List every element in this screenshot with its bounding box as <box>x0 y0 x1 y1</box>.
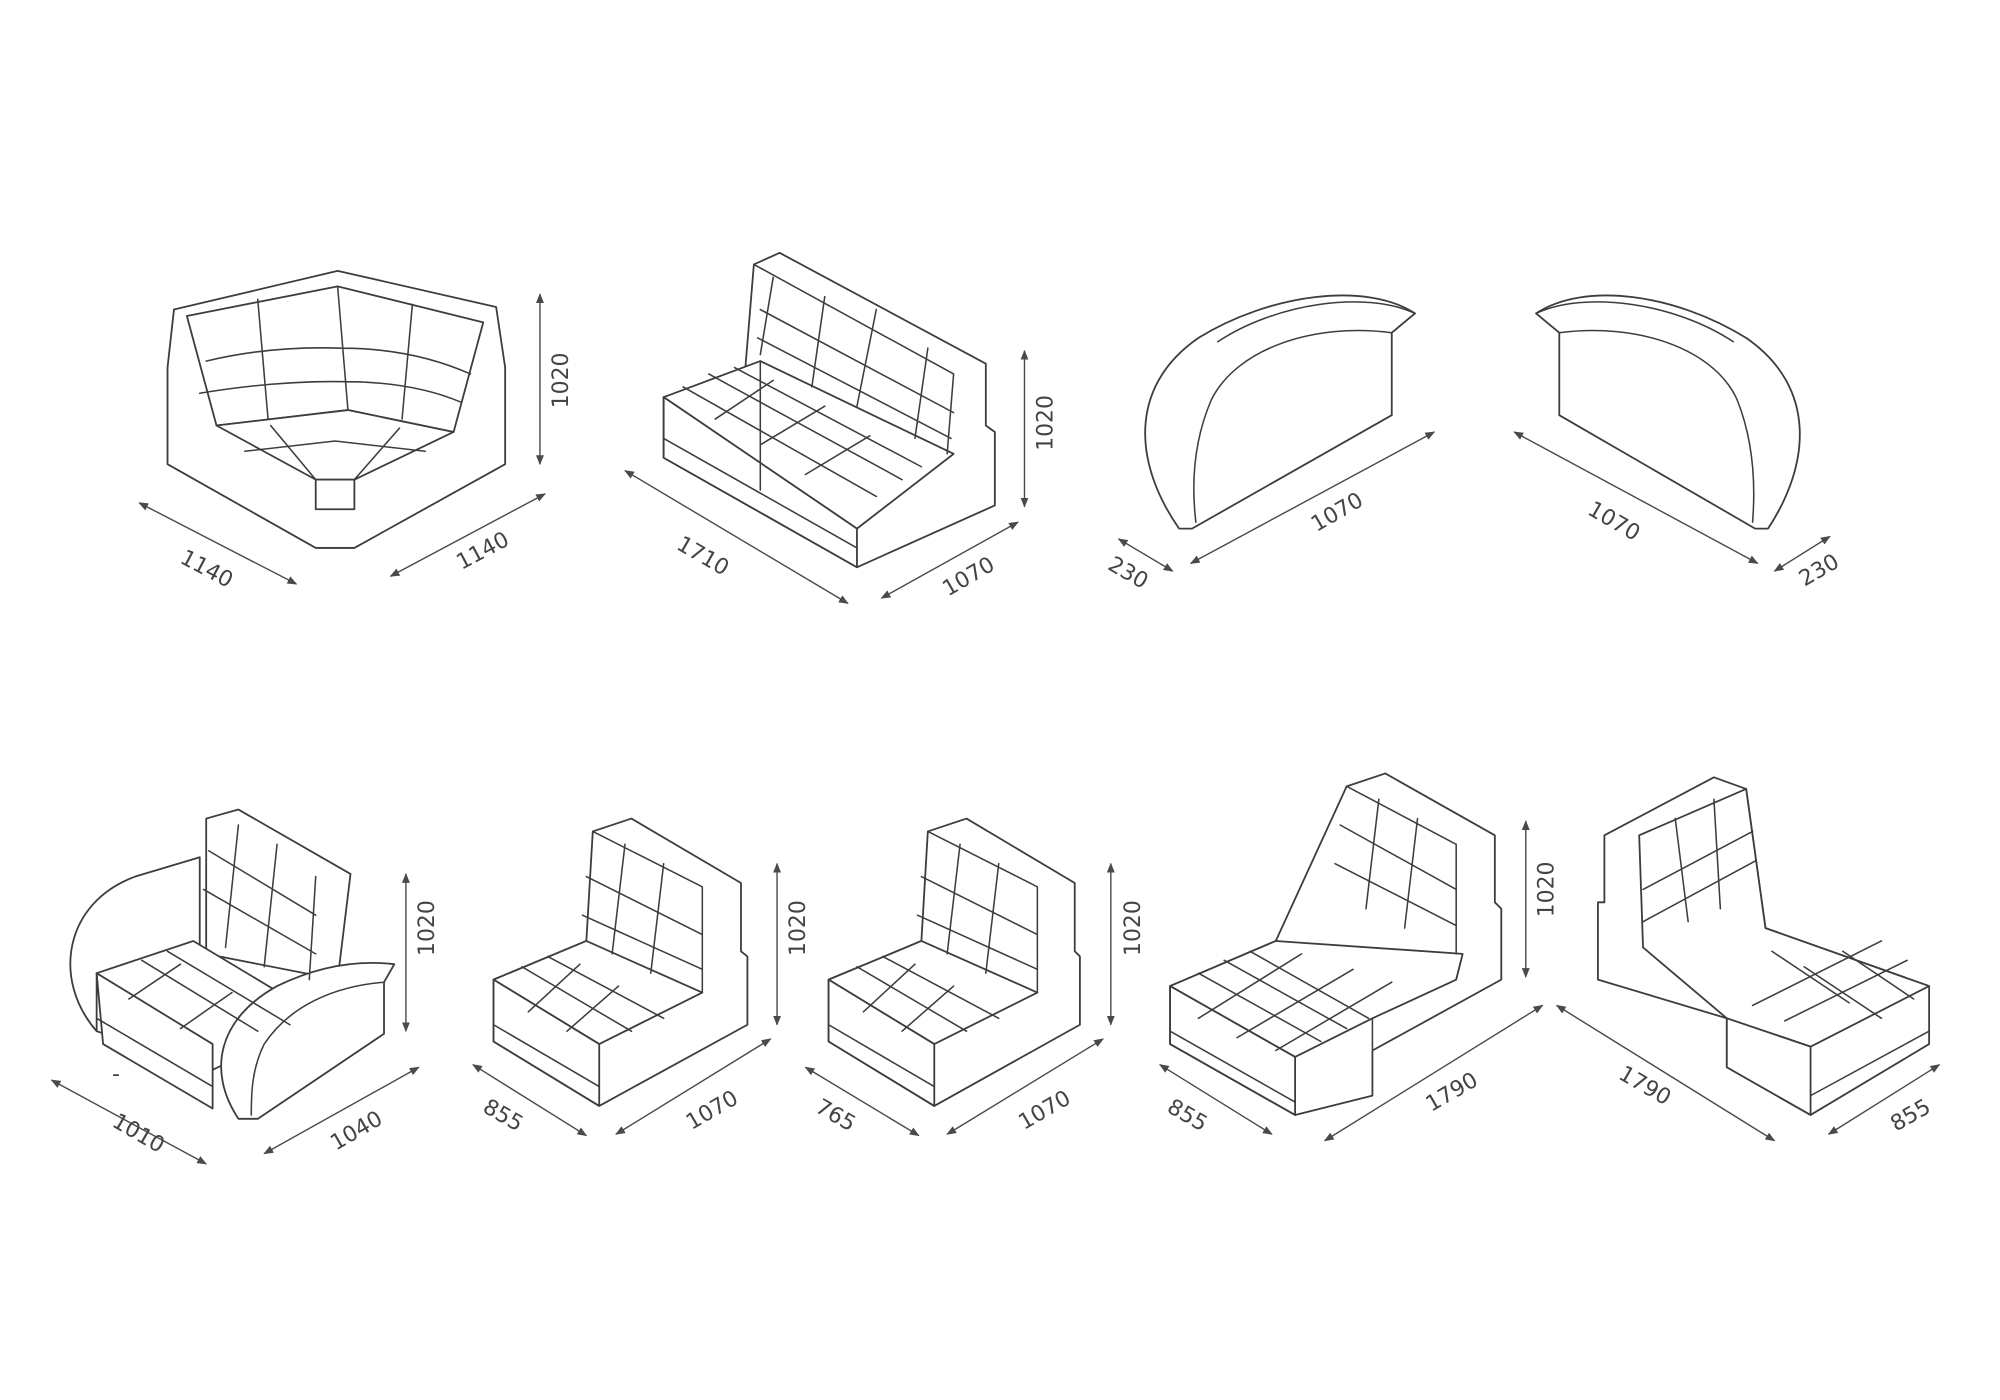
dim-single-855-right: 1070 <box>682 1086 743 1136</box>
dim-single-765-right: 1070 <box>1014 1086 1075 1136</box>
dim-chaise-left-height: 1020 <box>1535 862 1560 918</box>
dim-two-seat-left: 1710 <box>672 532 733 582</box>
dim-armrest-left-width: 230 <box>1103 552 1152 595</box>
dim-armchair-height: 1020 <box>415 900 440 956</box>
dim-corner-height: 1020 <box>549 353 574 409</box>
dim-single-855-left: 855 <box>478 1095 527 1138</box>
dim-corner-right: 1140 <box>453 527 514 575</box>
dim-two-seat-height: 1020 <box>1033 395 1058 451</box>
dim-armchair-left: 1010 <box>108 1109 169 1159</box>
single-seat-765-module <box>827 817 1081 1107</box>
dim-single-765-height: 1020 <box>1121 900 1146 956</box>
single-seat-855-module <box>492 817 749 1107</box>
dim-armchair-mark: - <box>112 1062 120 1087</box>
dim-two-seat-right: 1070 <box>938 552 999 602</box>
dim-chaise-left-left: 855 <box>1163 1095 1212 1138</box>
dim-chaise-right-right: 855 <box>1886 1095 1935 1138</box>
dim-corner-left: 1140 <box>176 545 237 593</box>
dim-armrest-right-width: 230 <box>1795 549 1844 592</box>
corner-module <box>166 269 507 549</box>
chaise-right-module <box>1597 776 1931 1116</box>
dim-single-855-height: 1020 <box>786 900 811 956</box>
armrest-left-module <box>1144 294 1416 530</box>
dim-single-765-left: 765 <box>811 1095 860 1138</box>
dim-chaise-right-left: 1790 <box>1614 1061 1675 1111</box>
armrest-right-module <box>1535 294 1801 530</box>
dim-armrest-right-length: 1070 <box>1583 497 1644 547</box>
two-seat-module <box>662 251 996 569</box>
chaise-left-module <box>1169 772 1503 1116</box>
